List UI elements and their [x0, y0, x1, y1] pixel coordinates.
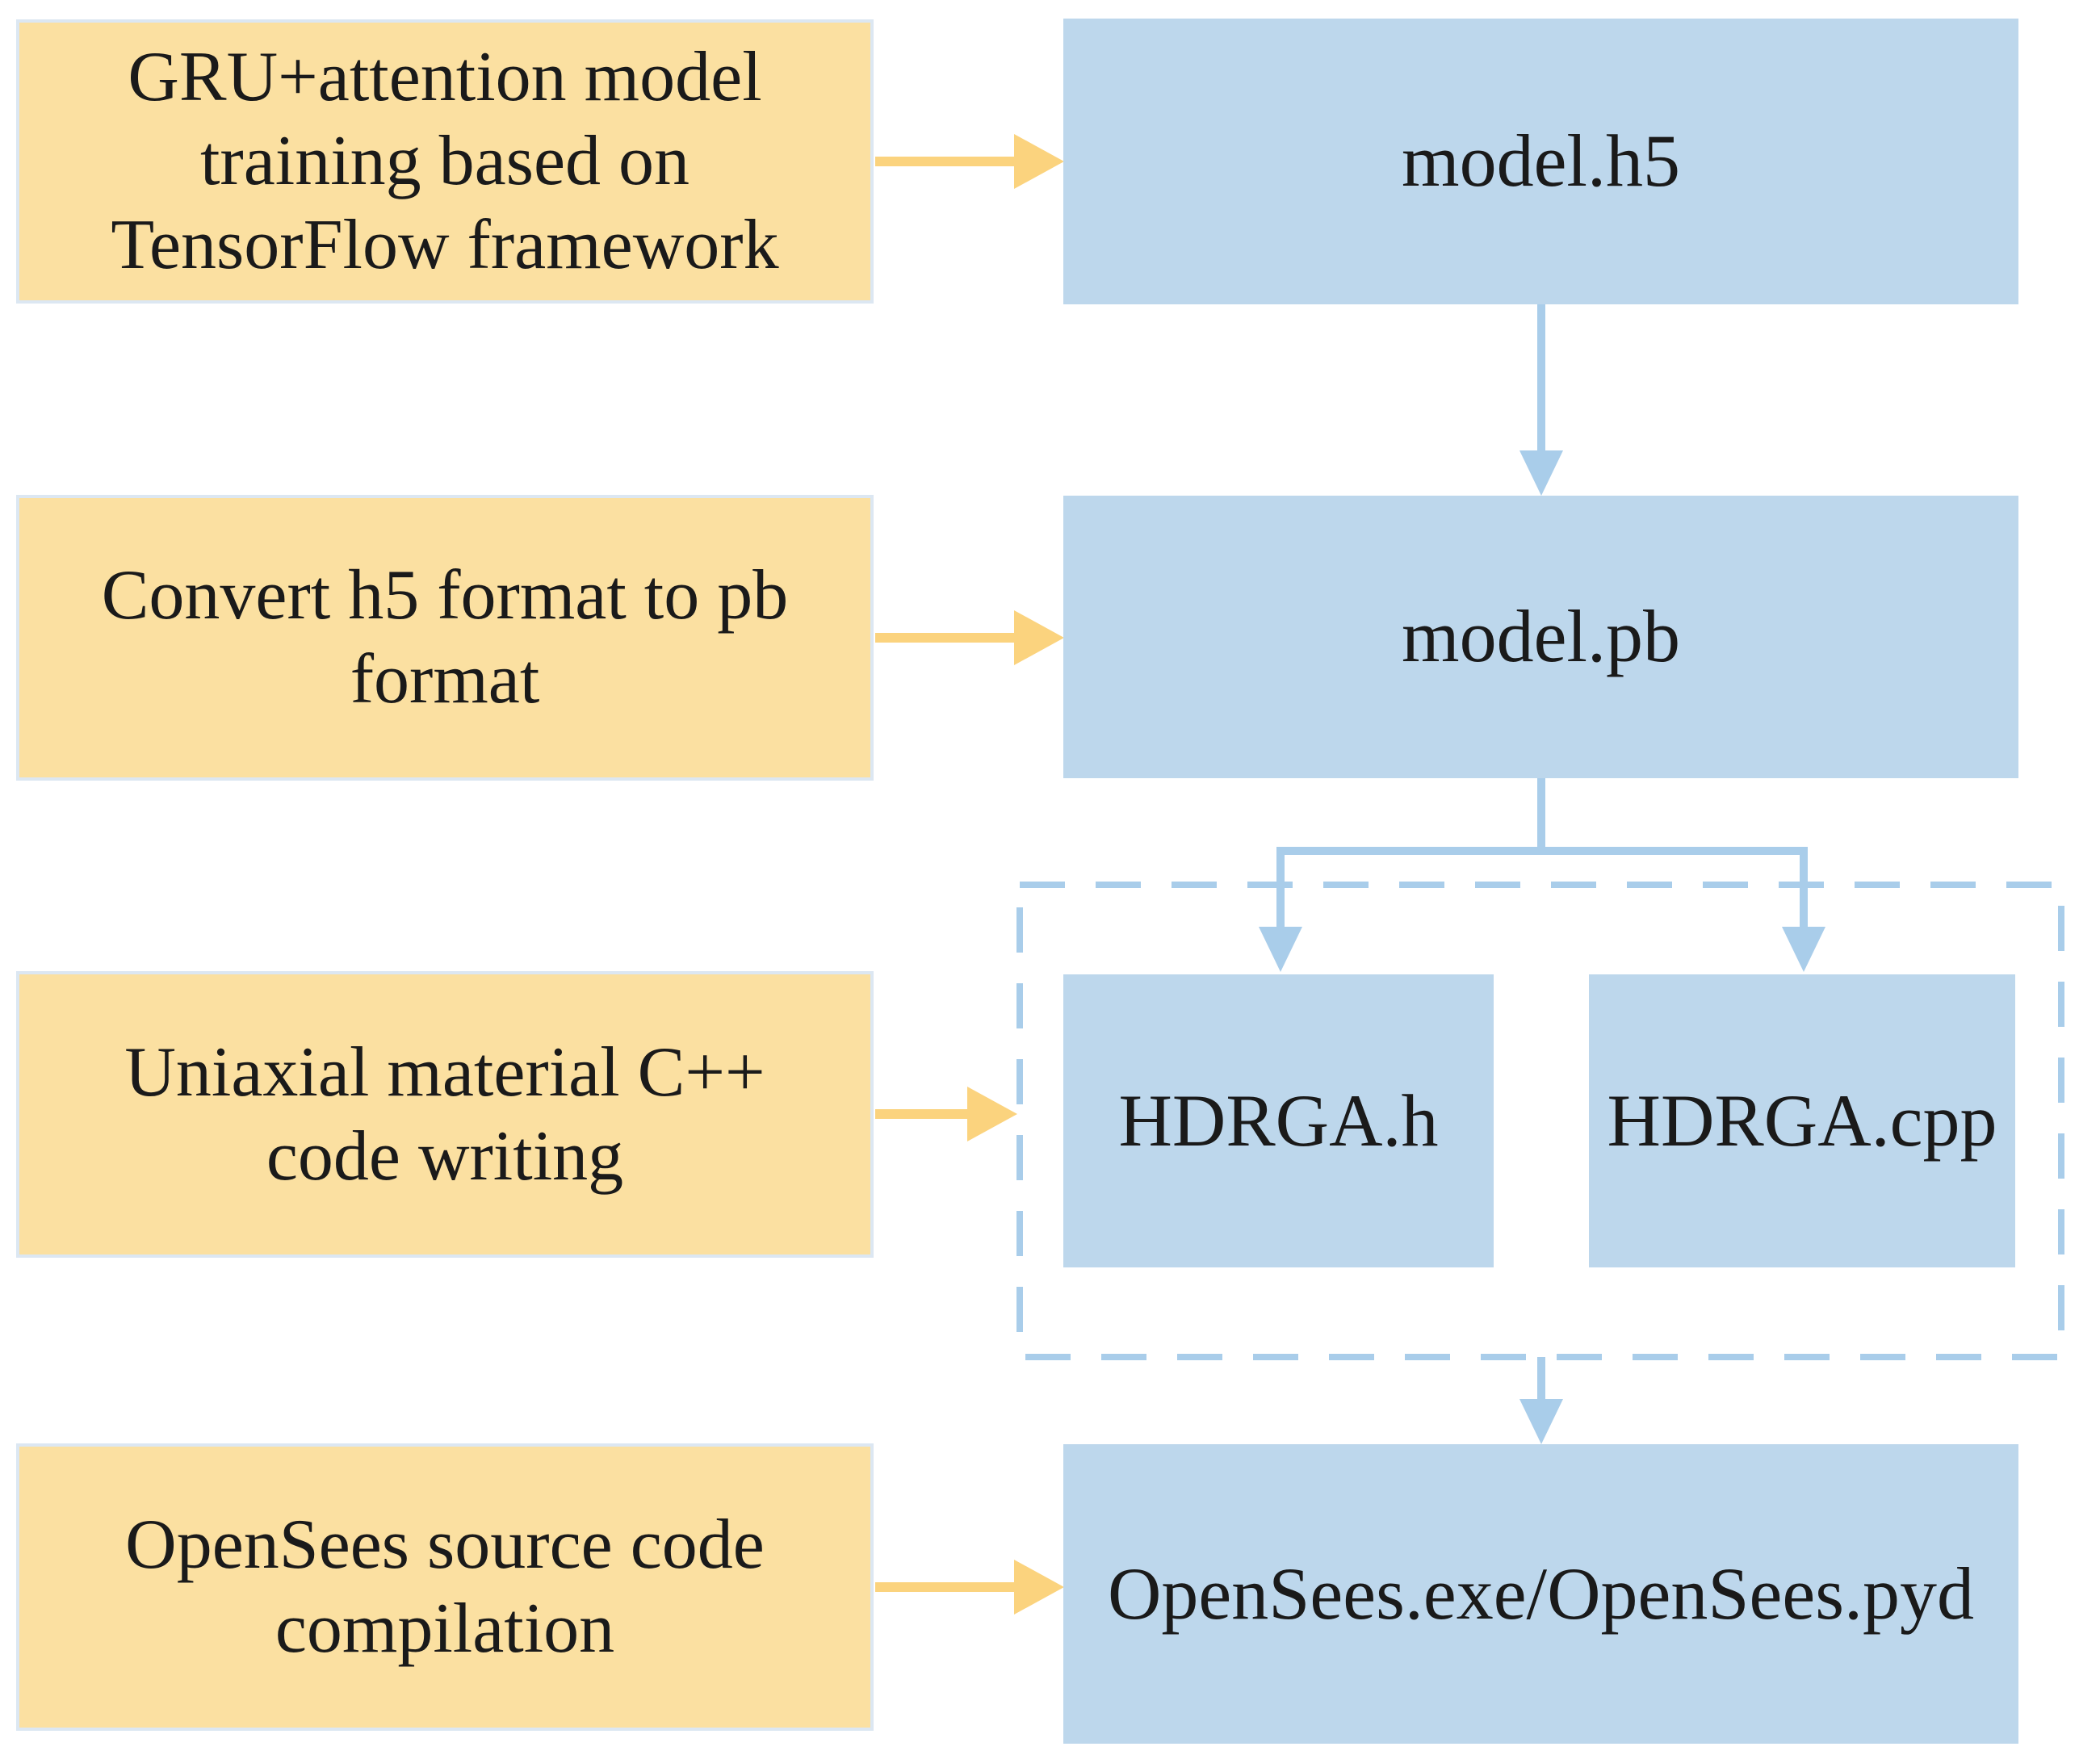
- process-label-convert-format: Convert h5 format to pb format: [101, 556, 789, 718]
- arrow-hdrga-group-to-opensees: [1519, 1357, 1563, 1444]
- artifact-label-model-h5: model.h5: [1402, 119, 1680, 203]
- process-label-cpp-code-writing: Uniaxial material C++ code writing: [124, 1032, 765, 1196]
- arrow-process3-to-hdrga-group: [875, 1087, 1017, 1141]
- connector-modelpb-to-hdrga-files: [1259, 778, 1825, 972]
- arrow-process4-to-opensees: [875, 1560, 1064, 1615]
- artifact-box-hdrga-h: HDRGA.h: [1063, 974, 1494, 1267]
- artifact-box-opensees-output: OpenSees.exe/OpenSees.pyd: [1063, 1444, 2018, 1744]
- process-box-opensees-compilation: OpenSees source code compilation: [16, 1443, 874, 1731]
- process-box-cpp-code-writing: Uniaxial material C++ code writing: [16, 971, 874, 1258]
- artifact-box-model-pb: model.pb: [1063, 496, 2018, 778]
- process-box-model-training: GRU+attention model training based on Te…: [16, 19, 874, 304]
- process-label-opensees-compilation: OpenSees source code compilation: [125, 1506, 765, 1668]
- process-label-model-training: GRU+attention model training based on Te…: [111, 38, 779, 284]
- artifact-box-model-h5: model.h5: [1063, 19, 2018, 304]
- process-box-convert-format: Convert h5 format to pb format: [16, 495, 874, 781]
- artifact-label-hdrga-cpp: HDRGA.cpp: [1607, 1079, 1997, 1162]
- artifact-label-model-pb: model.pb: [1402, 595, 1680, 678]
- artifact-label-opensees-output: OpenSees.exe/OpenSees.pyd: [1107, 1552, 1975, 1635]
- artifact-label-hdrga-h: HDRGA.h: [1118, 1079, 1439, 1162]
- arrow-process1-to-modelh5: [875, 134, 1064, 189]
- artifact-box-hdrga-cpp: HDRGA.cpp: [1589, 974, 2015, 1267]
- arrow-process2-to-modelpb: [875, 610, 1064, 665]
- arrow-modelh5-to-modelpb: [1519, 304, 1563, 496]
